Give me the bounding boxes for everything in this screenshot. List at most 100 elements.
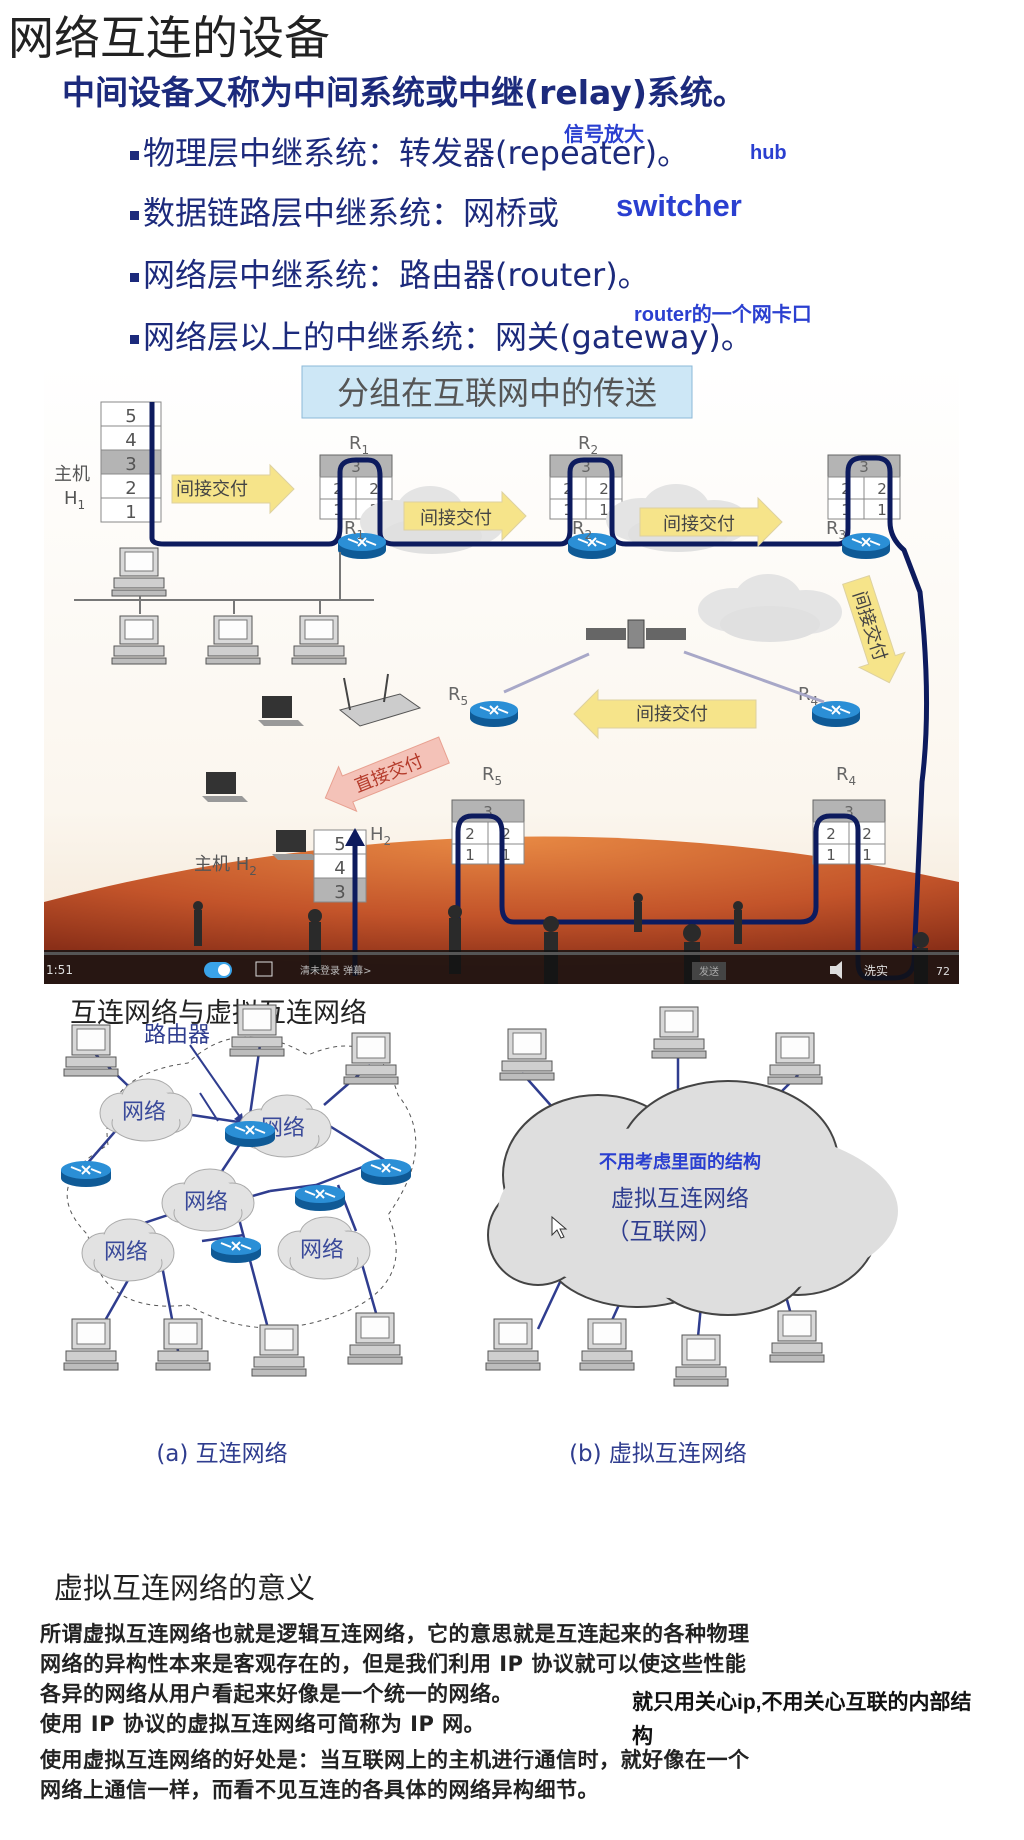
player-bar [44, 950, 959, 984]
bullet-text: 网络层以上的中继系统：网关(gateway)。 [143, 318, 753, 356]
bullet-text: 物理层中继系统：转发器(repeater)。 [143, 134, 690, 172]
router-icon [841, 532, 891, 560]
svg-text:2: 2 [501, 825, 511, 843]
danmaku-toggle-icon [204, 962, 232, 978]
send-button [692, 962, 726, 980]
paragraph-line: 使用虚拟互连网络的好处是：当互联网上的主机进行通信时，就好像在一个 [40, 1748, 750, 1772]
svg-text:1: 1 [501, 846, 511, 864]
indirect-delivery-arrow-1: 间接交付 [171, 463, 295, 515]
intro-text: 中间设备又称为中间系统或中继(relay)系统。 [62, 73, 746, 112]
bullet-text: 数据链路层中继系统：网桥或 [143, 194, 560, 232]
svg-text:2: 2 [125, 478, 136, 499]
bullet-dot-icon [130, 272, 139, 282]
router-icon [60, 1160, 112, 1188]
svg-text:网络: 网络 [104, 1240, 148, 1265]
bullet-dot-icon [130, 150, 139, 160]
paragraph-line: 各异的网络从用户看起来好像是一个统一的网络。 [40, 1682, 513, 1706]
router4-stack: 3 2 2 1 1 [812, 799, 886, 865]
paragraph-line: 网络的异构性本来是客观存在的，但是我们利用 IP 协议就可以使这些性能 [40, 1652, 747, 1676]
network-cloud: 网络 [99, 1078, 193, 1142]
laptop-icon [258, 696, 304, 726]
caption-b: (b) 虚拟互连网络 [569, 1441, 747, 1467]
bullet-dot-icon [130, 334, 139, 344]
router-icon [811, 700, 861, 728]
svg-text:2: 2 [877, 480, 887, 498]
annotation-hub: hub [750, 142, 787, 164]
svg-text:5: 5 [334, 834, 345, 855]
player-quality: 洗实 [864, 963, 888, 978]
network-cloud: 网络 [277, 1216, 371, 1280]
svg-text:4: 4 [125, 430, 136, 451]
svg-text:间接交付: 间接交付 [176, 479, 248, 500]
router-caption: 路由器 [144, 1023, 210, 1048]
svg-text:3: 3 [844, 803, 854, 821]
router-icon [210, 1236, 262, 1264]
router5-stack: 3 2 2 1 1 [451, 799, 525, 865]
svg-text:3: 3 [483, 803, 493, 821]
svg-text:3: 3 [581, 458, 591, 476]
diagram3-title: 互连网络与虚拟互连网络 [70, 998, 367, 1029]
bullet-gateway: 网络层以上的中继系统：网关(gateway)。 [130, 312, 753, 358]
svg-text:2: 2 [862, 825, 872, 843]
paragraph-line: 使用 IP 协议的虚拟互连网络可简称为 IP 网。 [40, 1712, 486, 1736]
player-danmaku-hint: 清未登录 弹幕> [300, 964, 372, 977]
host2-label: 主机 H2 [194, 854, 257, 878]
svg-text:3: 3 [125, 454, 136, 475]
network-cloud: 网络 [81, 1218, 175, 1282]
router-icon [294, 1184, 346, 1212]
router-icon [469, 700, 519, 728]
laptop-icon [272, 830, 318, 860]
svg-text:5: 5 [125, 406, 136, 427]
paragraph-line: 网络上通信一样，而看不见互连的各具体的网络异构细节。 [40, 1778, 599, 1802]
svg-text:网络: 网络 [184, 1190, 228, 1215]
danmaku-settings-icon [255, 961, 273, 977]
bullet-text: 网络层中继系统：路由器(router)。 [143, 256, 650, 294]
bullet-physical: 物理层中继系统：转发器(repeater)。 [130, 128, 689, 174]
svg-text:1: 1 [125, 502, 136, 523]
virtual-internet-cloud [487, 1080, 898, 1316]
section4-title: 虚拟互连网络的意义 [54, 1571, 316, 1605]
paragraph-line: 所谓虚拟互连网络也就是逻辑互连网络，它的意思就是互连起来的各种物理 [40, 1622, 750, 1646]
annotation-signal-amplify: 信号放大 [564, 124, 644, 146]
laptop-icon [202, 772, 248, 802]
router-icon [360, 1158, 412, 1186]
svg-text:3: 3 [334, 882, 345, 903]
annotation-switcher: switcher [616, 188, 742, 223]
svg-text:1: 1 [862, 846, 872, 864]
svg-text:4: 4 [334, 858, 345, 879]
router-caption-arrow [189, 1044, 241, 1118]
volume-icon [830, 961, 842, 979]
svg-text:1: 1 [465, 846, 475, 864]
svg-text:1: 1 [826, 846, 836, 864]
router-icon [224, 1120, 276, 1148]
svg-text:间接交付: 间接交付 [636, 704, 708, 725]
virtual-label-2: （互联网） [607, 1219, 722, 1245]
bullet-datalink: 数据链路层中继系统：网桥或 [130, 188, 559, 234]
bullet-network: 网络层中继系统：路由器(router)。 [130, 250, 650, 296]
player-right-text: 72 [936, 965, 950, 978]
player-time: 1:51 [46, 963, 73, 977]
svg-text:网络: 网络 [300, 1238, 344, 1263]
svg-text:2: 2 [599, 480, 609, 498]
annotation-gateway-note: router的一个网卡口 [634, 304, 812, 326]
wireless-router-icon [338, 673, 422, 727]
diagram-title: 分组在互联网中的传送 [337, 374, 657, 412]
bullet-dot-icon [130, 210, 139, 220]
indirect-delivery-arrow-2: 间接交付 [403, 490, 527, 542]
svg-text:2: 2 [465, 825, 475, 843]
svg-text:间接交付: 间接交付 [420, 508, 492, 529]
svg-text:2: 2 [826, 825, 836, 843]
slide-title: 网络互连的设备 [8, 11, 330, 65]
host1-label: 主机 [54, 464, 90, 485]
svg-text:3: 3 [859, 458, 869, 476]
svg-text:1: 1 [877, 501, 887, 519]
section4-annotation: 就只用关心ip,不用关心互联的内部结构 [632, 1691, 972, 1748]
svg-text:2: 2 [369, 480, 379, 498]
network-cloud: 网络 [161, 1168, 255, 1232]
packet-transfer-diagram: 分组在互联网中的传送 5 4 3 2 1 3 2 2 1 1 3 2 2 1 1 3 2… [44, 362, 959, 984]
svg-text:发送: 发送 [699, 965, 719, 978]
svg-text:1: 1 [599, 501, 609, 519]
caption-a: (a) 互连网络 [156, 1441, 287, 1467]
mouse-cursor-icon [551, 1215, 568, 1239]
packet-path-line [149, 402, 930, 981]
